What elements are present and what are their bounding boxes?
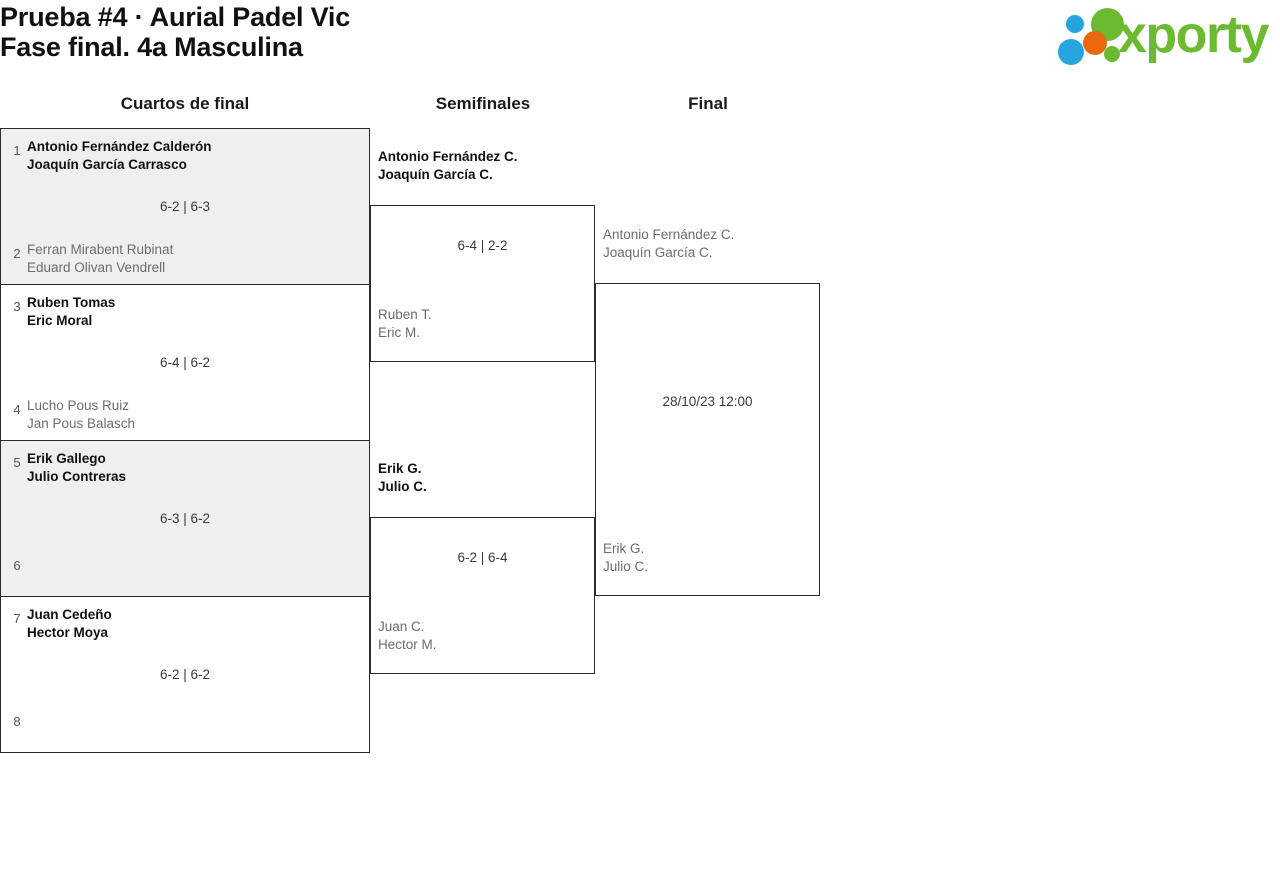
seed-number: 7	[13, 611, 21, 626]
seed-number: 2	[13, 246, 21, 261]
match-score: 6-4 | 6-2	[159, 355, 211, 370]
team-names: Antonio Fernández Calderón Joaquín Garcí…	[27, 137, 363, 174]
match-quarterfinal-2[interactable]: 3 Ruben Tomas Eric Moral 6-4 | 6-2 4 Luc…	[0, 284, 370, 441]
team-names	[27, 708, 363, 709]
match-team-top[interactable]: Erik G. Julio C.	[378, 460, 593, 496]
team-names: Antonio Fernández C. Joaquín García C.	[603, 226, 818, 262]
player-name: Lucho Pous Ruiz	[27, 398, 130, 413]
match-team-bottom[interactable]: Ruben T. Eric M.	[378, 306, 593, 342]
player-name: Joaquín García Carrasco	[27, 157, 187, 172]
team-names: Ruben T. Eric M.	[378, 306, 593, 342]
match-team-bottom[interactable]: 2 Ferran Mirabent Rubinat Eduard Olivan …	[1, 240, 369, 277]
match-score: 6-2 | 6-4	[457, 550, 508, 565]
player-name: Antonio Fernández Calderón	[27, 139, 212, 154]
seed-number: 8	[13, 714, 21, 729]
match-team-top[interactable]: 5 Erik Gallego Julio Contreras	[1, 449, 369, 486]
seed-number: 6	[13, 558, 21, 573]
match-quarterfinal-4[interactable]: 7 Juan Cedeño Hector Moya 6-2 | 6-2 8	[0, 596, 370, 753]
match-team-top[interactable]: Antonio Fernández C. Joaquín García C.	[603, 226, 818, 262]
logo-dot-blue-large-icon	[1058, 39, 1084, 65]
player-name: Ferran Mirabent Rubinat	[27, 242, 174, 257]
logo-dot-blue-small-icon	[1066, 15, 1084, 33]
player-name: Hector M.	[378, 637, 437, 652]
player-name: Erik G.	[378, 461, 422, 476]
team-names: Ferran Mirabent Rubinat Eduard Olivan Ve…	[27, 240, 363, 277]
match-team-bottom[interactable]: Erik G. Julio C.	[603, 540, 818, 576]
match-semifinal-2[interactable]: Erik G. Julio C. 6-2 | 6-4 Juan C. Hecto…	[370, 461, 595, 674]
player-name: Julio C.	[603, 559, 649, 574]
match-final[interactable]: Antonio Fernández C. Joaquín García C. 2…	[595, 227, 820, 596]
title-line-1: Prueba #4 · Aurial Padel Vic	[0, 2, 351, 32]
player-name: Eduard Olivan Vendrell	[27, 260, 166, 275]
match-score: 6-3 | 6-2	[159, 511, 211, 526]
logo-dots-icon	[1052, 6, 1126, 68]
player-name: Juan Cedeño	[27, 607, 112, 622]
match-team-top[interactable]: 3 Ruben Tomas Eric Moral	[1, 293, 369, 330]
player-name: Julio C.	[378, 479, 427, 494]
player-name: Eric M.	[378, 325, 420, 340]
round-header-semifinals: Semifinales	[435, 94, 531, 113]
match-team-top[interactable]: 1 Antonio Fernández Calderón Joaquín Gar…	[1, 137, 369, 174]
player-name: Eric Moral	[27, 313, 93, 328]
logo-wordmark: xporty	[1118, 6, 1269, 64]
match-quarterfinal-1[interactable]: 1 Antonio Fernández Calderón Joaquín Gar…	[0, 128, 370, 285]
match-team-bottom[interactable]: Juan C. Hector M.	[378, 618, 593, 654]
player-name: Julio Contreras	[27, 469, 127, 484]
player-name: Ruben T.	[378, 307, 432, 322]
round-header-final: Final	[688, 94, 728, 113]
team-names: Ruben Tomas Eric Moral	[27, 293, 363, 330]
match-team-top[interactable]: Antonio Fernández C. Joaquín García C.	[378, 148, 593, 184]
round-header-quarterfinals: Cuartos de final	[120, 94, 250, 113]
match-score: 6-2 | 6-3	[159, 199, 211, 214]
player-name: Antonio Fernández C.	[378, 149, 518, 164]
seed-number: 4	[13, 402, 21, 417]
team-names: Antonio Fernández C. Joaquín García C.	[378, 148, 593, 184]
player-name: Joaquín García C.	[378, 167, 493, 182]
match-semifinal-1[interactable]: Antonio Fernández C. Joaquín García C. 6…	[370, 149, 595, 362]
match-schedule: 28/10/23 12:00	[662, 394, 753, 409]
player-name: Hector Moya	[27, 625, 109, 640]
match-team-bottom[interactable]: 8	[1, 708, 369, 736]
match-team-bottom[interactable]: 4 Lucho Pous Ruiz Jan Pous Balasch	[1, 396, 369, 433]
match-team-bottom[interactable]: 6	[1, 552, 369, 580]
match-quarterfinal-3[interactable]: 5 Erik Gallego Julio Contreras 6-3 | 6-2…	[0, 440, 370, 597]
title-line-2: Fase final. 4a Masculina	[0, 32, 303, 62]
team-names: Erik G. Julio C.	[603, 540, 818, 576]
logo-dot-orange-icon	[1083, 31, 1107, 55]
player-name: Erik G.	[603, 541, 645, 556]
match-score: 6-2 | 6-2	[159, 667, 211, 682]
seed-number: 5	[13, 455, 21, 470]
match-score: 6-4 | 2-2	[457, 238, 508, 253]
player-name: Joaquín García C.	[603, 245, 713, 260]
player-name: Antonio Fernández C.	[603, 227, 735, 242]
player-name: Ruben Tomas	[27, 295, 116, 310]
team-names: Juan Cedeño Hector Moya	[27, 605, 363, 642]
team-names: Juan C. Hector M.	[378, 618, 593, 654]
team-names: Erik G. Julio C.	[378, 460, 593, 496]
player-name: Jan Pous Balasch	[27, 416, 136, 431]
player-name: Erik Gallego	[27, 451, 106, 466]
page-title: Prueba #4 · Aurial Padel Vic Fase final.…	[0, 2, 760, 62]
team-names: Lucho Pous Ruiz Jan Pous Balasch	[27, 396, 363, 433]
player-name: Juan C.	[378, 619, 425, 634]
team-names: Erik Gallego Julio Contreras	[27, 449, 363, 486]
seed-number: 1	[13, 143, 21, 158]
team-names	[27, 552, 363, 553]
xporty-logo[interactable]: xporty	[1052, 6, 1274, 68]
match-team-top[interactable]: 7 Juan Cedeño Hector Moya	[1, 605, 369, 642]
logo-dot-green-small-icon	[1104, 46, 1120, 62]
seed-number: 3	[13, 299, 21, 314]
